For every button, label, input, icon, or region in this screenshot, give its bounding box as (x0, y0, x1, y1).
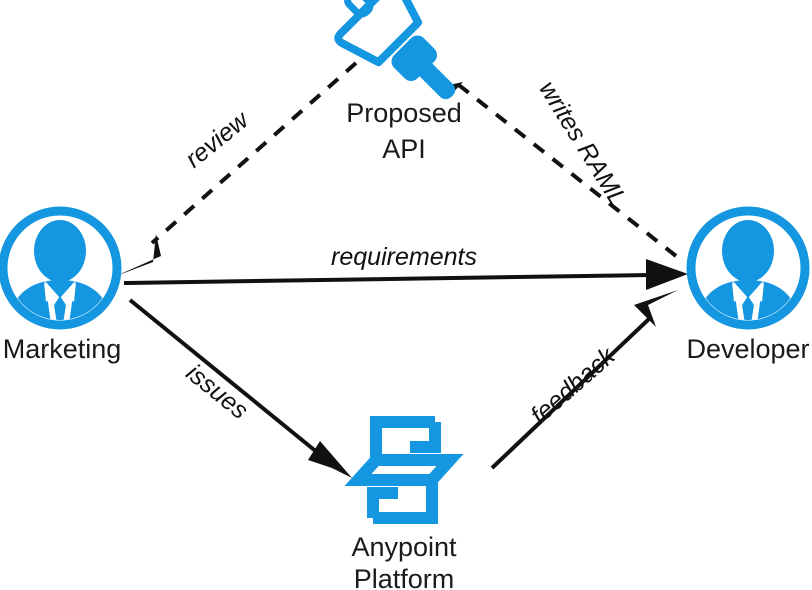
edge-feedback-label: feedback (525, 341, 621, 430)
node-anypoint-platform-label-line1: Anypoint (351, 532, 457, 562)
edge-feedback-arrowhead (634, 290, 678, 327)
edge-issues[interactable]: issues (128, 298, 352, 478)
edge-issues-arrowhead (308, 441, 352, 478)
edge-writes-raml[interactable]: writes RAML (420, 56, 678, 258)
node-marketing-label: Marketing (3, 334, 122, 364)
edge-requirements-label: requirements (331, 243, 477, 271)
business-person-avatar-icon (686, 206, 810, 330)
node-anypoint-platform-label-line2: Platform (354, 564, 455, 590)
edge-feedback[interactable]: feedback (490, 290, 678, 470)
plug-icon (334, 0, 456, 100)
edge-requirements[interactable]: requirements (123, 243, 688, 290)
business-person-avatar-icon (0, 206, 122, 330)
node-proposed-api-label-line1: Proposed (346, 98, 462, 128)
edge-writes-raml-label: writes RAML (533, 76, 632, 211)
node-proposed-api-label-line2: API (382, 134, 426, 164)
node-developer[interactable]: Developer (686, 206, 810, 364)
edge-review-line (150, 61, 358, 245)
node-proposed-api[interactable]: Proposed API (321, 0, 480, 164)
edge-feedback-line (490, 316, 652, 470)
edge-requirements-arrowhead (646, 259, 688, 290)
edge-review[interactable]: review (116, 61, 358, 276)
node-anypoint-platform[interactable]: Anypoint Platform (344, 416, 464, 590)
edge-requirements-line (123, 273, 651, 285)
edge-issues-line (128, 298, 320, 455)
node-marketing[interactable]: Marketing (0, 206, 122, 364)
edge-review-arrowhead (116, 234, 161, 276)
node-developer-label: Developer (686, 334, 809, 364)
anypoint-platform-logo-icon (344, 416, 464, 524)
